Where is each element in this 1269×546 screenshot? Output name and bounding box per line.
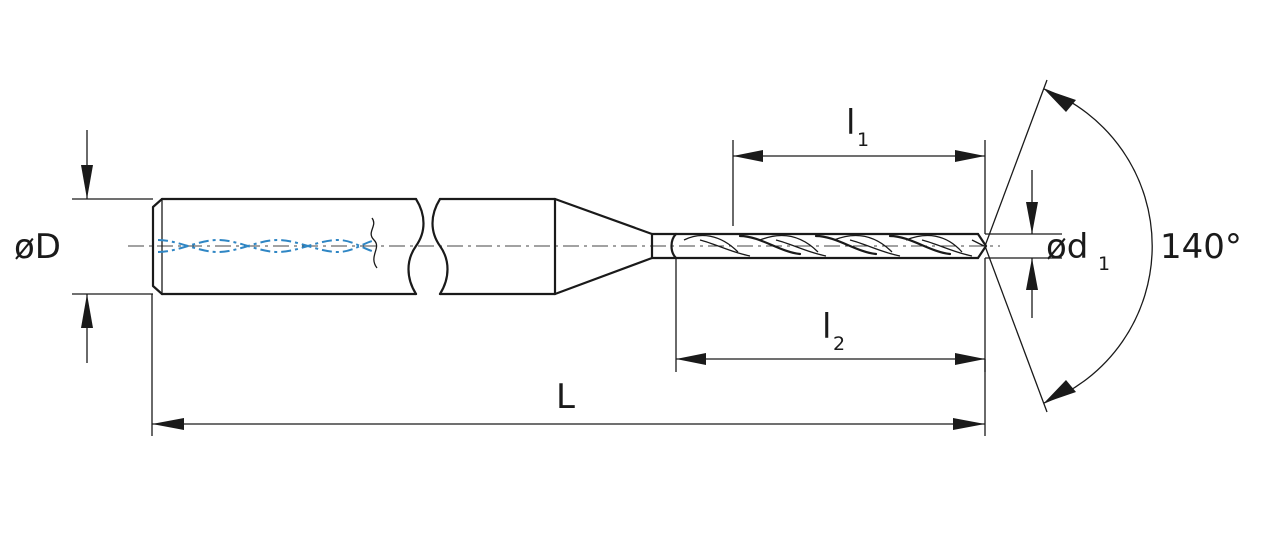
dimension-tip-diameter	[985, 170, 1062, 318]
taper-neck	[553, 197, 678, 296]
dimension-usable-length	[675, 258, 986, 372]
usable-length-label: l	[822, 307, 831, 347]
flute-length-subscript: 1	[857, 129, 869, 151]
coolant-channels	[157, 238, 373, 254]
dimension-shank-diameter	[72, 130, 153, 363]
shank	[151, 197, 557, 296]
flute-length-label: l	[846, 103, 855, 143]
fluted-body	[670, 232, 988, 260]
dimension-point-angle	[984, 79, 1153, 413]
shank-diameter-label: øD	[14, 227, 61, 267]
usable-length-subscript: 2	[833, 333, 845, 355]
dimension-overall-length	[151, 294, 986, 436]
dimension-flute-length	[732, 140, 986, 234]
overall-length-label: L	[556, 377, 575, 417]
tip-diameter-subscript: 1	[1098, 253, 1110, 275]
point-angle-label: 140°	[1160, 227, 1242, 267]
tip-diameter-label: ød	[1046, 227, 1088, 267]
